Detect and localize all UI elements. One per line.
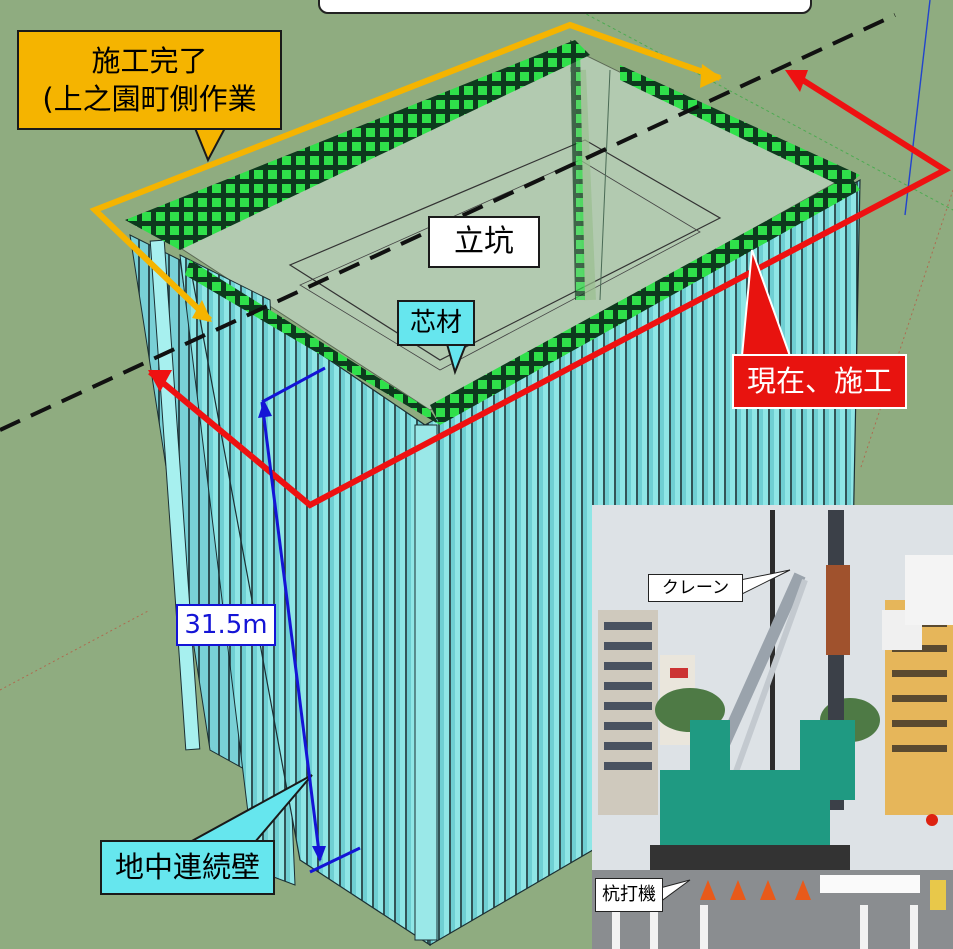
depth-label: 31.5m	[176, 604, 276, 646]
shaft-label: 立坑	[428, 216, 540, 268]
core-material-tops	[125, 40, 860, 425]
completed-work-arrow	[89, 21, 722, 323]
core-material-label: 芯材	[397, 300, 475, 346]
top-frame	[318, 0, 812, 14]
ground-guide-lines	[0, 0, 953, 691]
completed-work-line2: (上之園町側作業	[42, 82, 257, 116]
diaphragm-wall-label: 地中連続壁	[100, 840, 275, 895]
current-work-arrow	[148, 69, 951, 509]
crane-label: クレーン	[648, 574, 743, 602]
completed-work-label: 施工完了 (上之園町側作業	[17, 30, 282, 130]
pile-driver-label: 杭打機	[595, 878, 663, 912]
current-work-label: 現在、施工	[732, 354, 907, 409]
completed-work-line1: 施工完了	[91, 44, 208, 78]
depth-dimension	[258, 366, 361, 874]
